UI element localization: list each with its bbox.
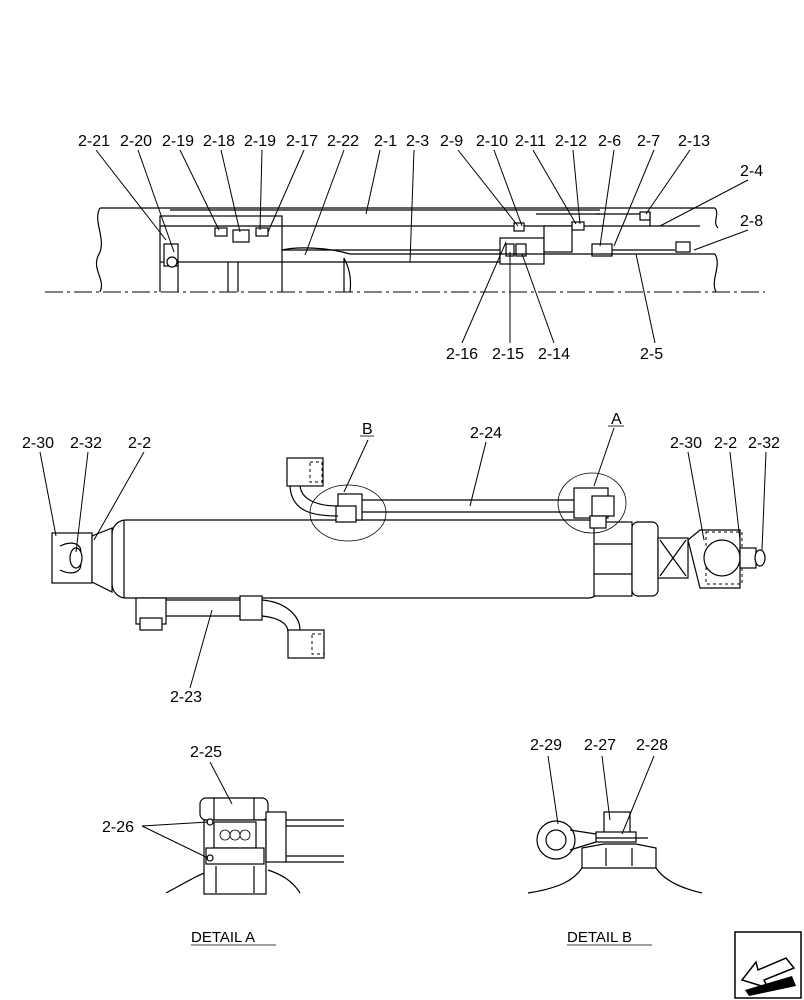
assembly-callouts: 2-30 2-32 2-2 B 2-24 A 2-30 2-2 2-32 2-2… xyxy=(22,411,780,706)
callout-a: A xyxy=(611,411,622,428)
detail-a-title: DETAIL A xyxy=(191,929,255,946)
callout-2-16: 2-16 xyxy=(446,346,478,363)
callout-2-17: 2-17 xyxy=(286,133,318,150)
callout-2-4: 2-4 xyxy=(740,163,763,180)
callout-2-18: 2-18 xyxy=(203,133,235,150)
detail-a xyxy=(165,797,344,895)
cylinder-section-view xyxy=(45,207,765,293)
callout-2-32-left: 2-32 xyxy=(70,435,102,452)
callout-2-3: 2-3 xyxy=(406,133,429,150)
detail-b-title: DETAIL B xyxy=(567,929,632,946)
callout-2-2-right: 2-2 xyxy=(714,435,737,452)
callout-2-13: 2-13 xyxy=(678,133,710,150)
callout-2-20: 2-20 xyxy=(120,133,152,150)
callout-2-6: 2-6 xyxy=(598,133,621,150)
callout-2-9: 2-9 xyxy=(440,133,463,150)
section-callouts: 2-21 2-20 2-19 2-18 2-19 2-17 2-22 2-1 2… xyxy=(78,133,763,363)
callout-2-24: 2-24 xyxy=(470,425,502,442)
callout-2-30-right: 2-30 xyxy=(670,435,702,452)
callout-2-14: 2-14 xyxy=(538,346,570,363)
callout-2-12: 2-12 xyxy=(555,133,587,150)
detail-b xyxy=(527,811,703,894)
callout-b: B xyxy=(362,421,373,438)
callout-2-19a: 2-19 xyxy=(162,133,194,150)
callout-2-19b: 2-19 xyxy=(244,133,276,150)
callout-2-32-right: 2-32 xyxy=(748,435,780,452)
arrow-icon[interactable] xyxy=(734,931,802,999)
detail-b-callouts: 2-29 2-27 2-28 DETAIL B xyxy=(530,737,668,946)
callout-2-30-left: 2-30 xyxy=(22,435,54,452)
callout-2-23: 2-23 xyxy=(170,689,202,706)
callout-2-11: 2-11 xyxy=(515,133,546,150)
cylinder-assembly-view xyxy=(51,457,766,659)
callout-2-7: 2-7 xyxy=(637,133,660,150)
callout-2-28: 2-28 xyxy=(636,737,668,754)
callout-2-15: 2-15 xyxy=(492,346,524,363)
callout-2-22: 2-22 xyxy=(327,133,359,150)
callout-2-27: 2-27 xyxy=(584,737,616,754)
callout-2-1: 2-1 xyxy=(374,133,397,150)
callout-2-26: 2-26 xyxy=(102,819,134,836)
callout-2-25: 2-25 xyxy=(190,744,222,761)
callout-2-29: 2-29 xyxy=(530,737,562,754)
detail-a-callouts: 2-25 2-26 DETAIL A xyxy=(102,744,276,946)
callout-2-21: 2-21 xyxy=(78,133,110,150)
callout-2-5: 2-5 xyxy=(640,346,663,363)
callout-2-10: 2-10 xyxy=(476,133,508,150)
callout-2-2-left: 2-2 xyxy=(128,435,151,452)
callout-2-8: 2-8 xyxy=(740,213,763,230)
